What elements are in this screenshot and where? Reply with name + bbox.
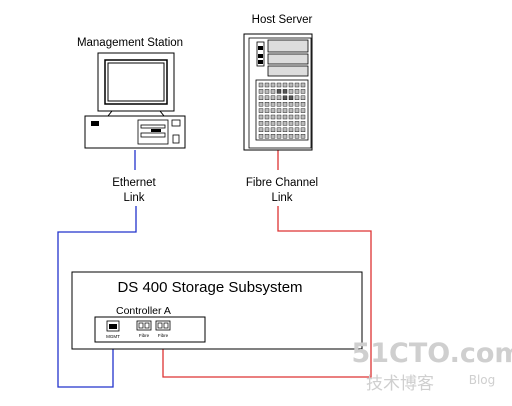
fibre-channel-link-label: Link — [271, 192, 292, 204]
storage-subsystem-title: DS 400 Storage Subsystem — [117, 279, 302, 296]
mgmt-port-label: MGMT — [106, 334, 120, 339]
fibre-port-1-icon — [136, 320, 152, 331]
ethernet-link-cable — [57, 206, 137, 388]
management-station-label: Management Station — [77, 37, 183, 49]
watermark-subtitle: 技术博客 — [366, 374, 434, 394]
controller-label: Controller A — [116, 305, 171, 317]
watermark-blog: Blog — [469, 373, 496, 387]
fibre-port-2-label: Fibre — [158, 333, 169, 338]
management-station-icon — [84, 52, 186, 149]
mgmt-port-icon — [106, 320, 120, 332]
ethernet-label: Ethernet — [112, 177, 156, 189]
host-server-icon — [243, 33, 313, 151]
fibre-port-2-icon — [155, 320, 171, 331]
host-server-label: Host Server — [252, 14, 313, 26]
fibre-channel-label: Fibre Channel — [246, 177, 318, 189]
ethernet-link-label: Link — [123, 192, 144, 204]
fibre-channel-cable — [162, 206, 372, 378]
fibre-port-1-label: Fibre — [139, 333, 150, 338]
watermark-brand: 51CTO.com — [351, 338, 512, 369]
